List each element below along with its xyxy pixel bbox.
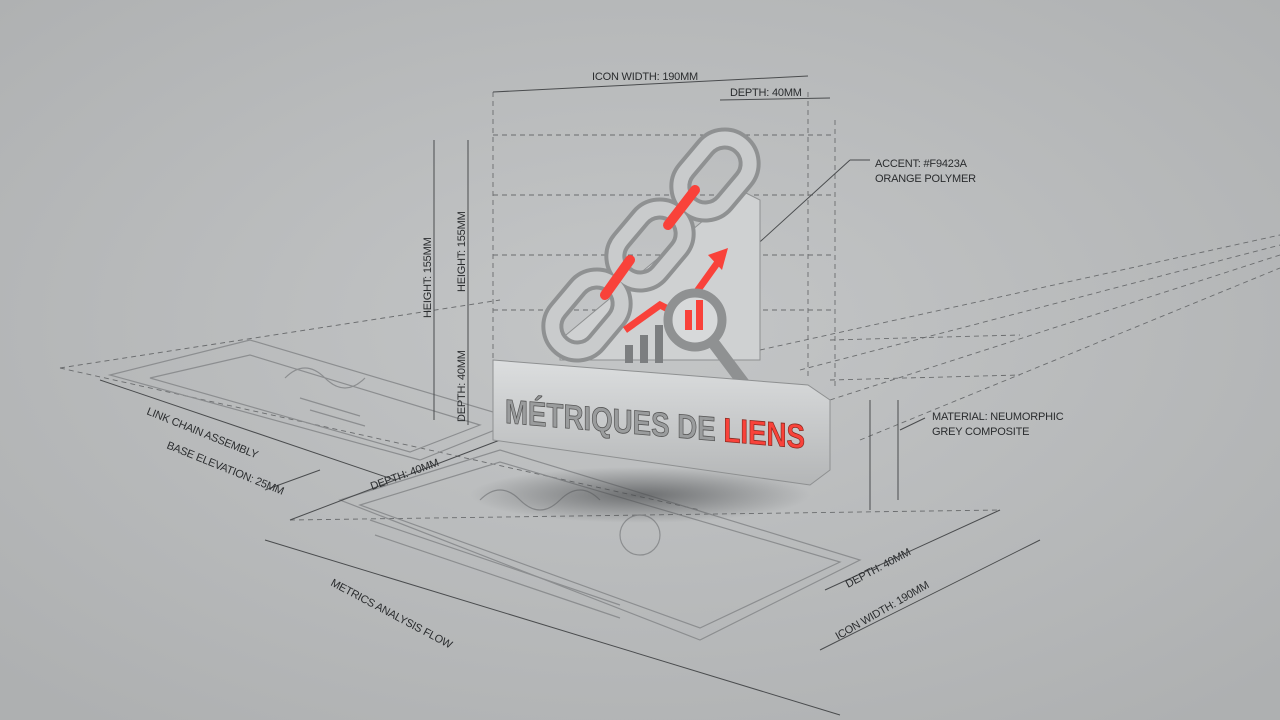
object-shadow [470, 467, 810, 523]
label-height-inner: HEIGHT: 155MM [456, 211, 468, 292]
bar-chart-icon [625, 325, 663, 363]
icon-model: MÉTRIQUES DE LIENS [492, 127, 831, 486]
label-depth-vertical: DEPTH: 40MM [456, 350, 468, 422]
plaque-front [492, 359, 831, 486]
ghost-shape-left [284, 367, 366, 427]
label-top-depth: DEPTH: 40MM [730, 87, 802, 99]
label-height-outer: HEIGHT: 155MM [422, 237, 434, 318]
label-material-line2: GREY COMPOSITE [932, 426, 1029, 438]
label-accent-line2: ORANGE POLYMER [875, 173, 976, 185]
chain-link-icon [541, 127, 761, 363]
label-top-width: ICON WIDTH: 190MM [592, 71, 698, 83]
magnifier-icon [663, 288, 751, 391]
dimension-lines [433, 75, 926, 510]
label-accent-line1: ACCENT: #F9423A [875, 158, 968, 170]
plaque-title-accent: LIENS [723, 412, 805, 457]
label-material-line1: MATERIAL: NEUMORPHIC [932, 411, 1064, 423]
